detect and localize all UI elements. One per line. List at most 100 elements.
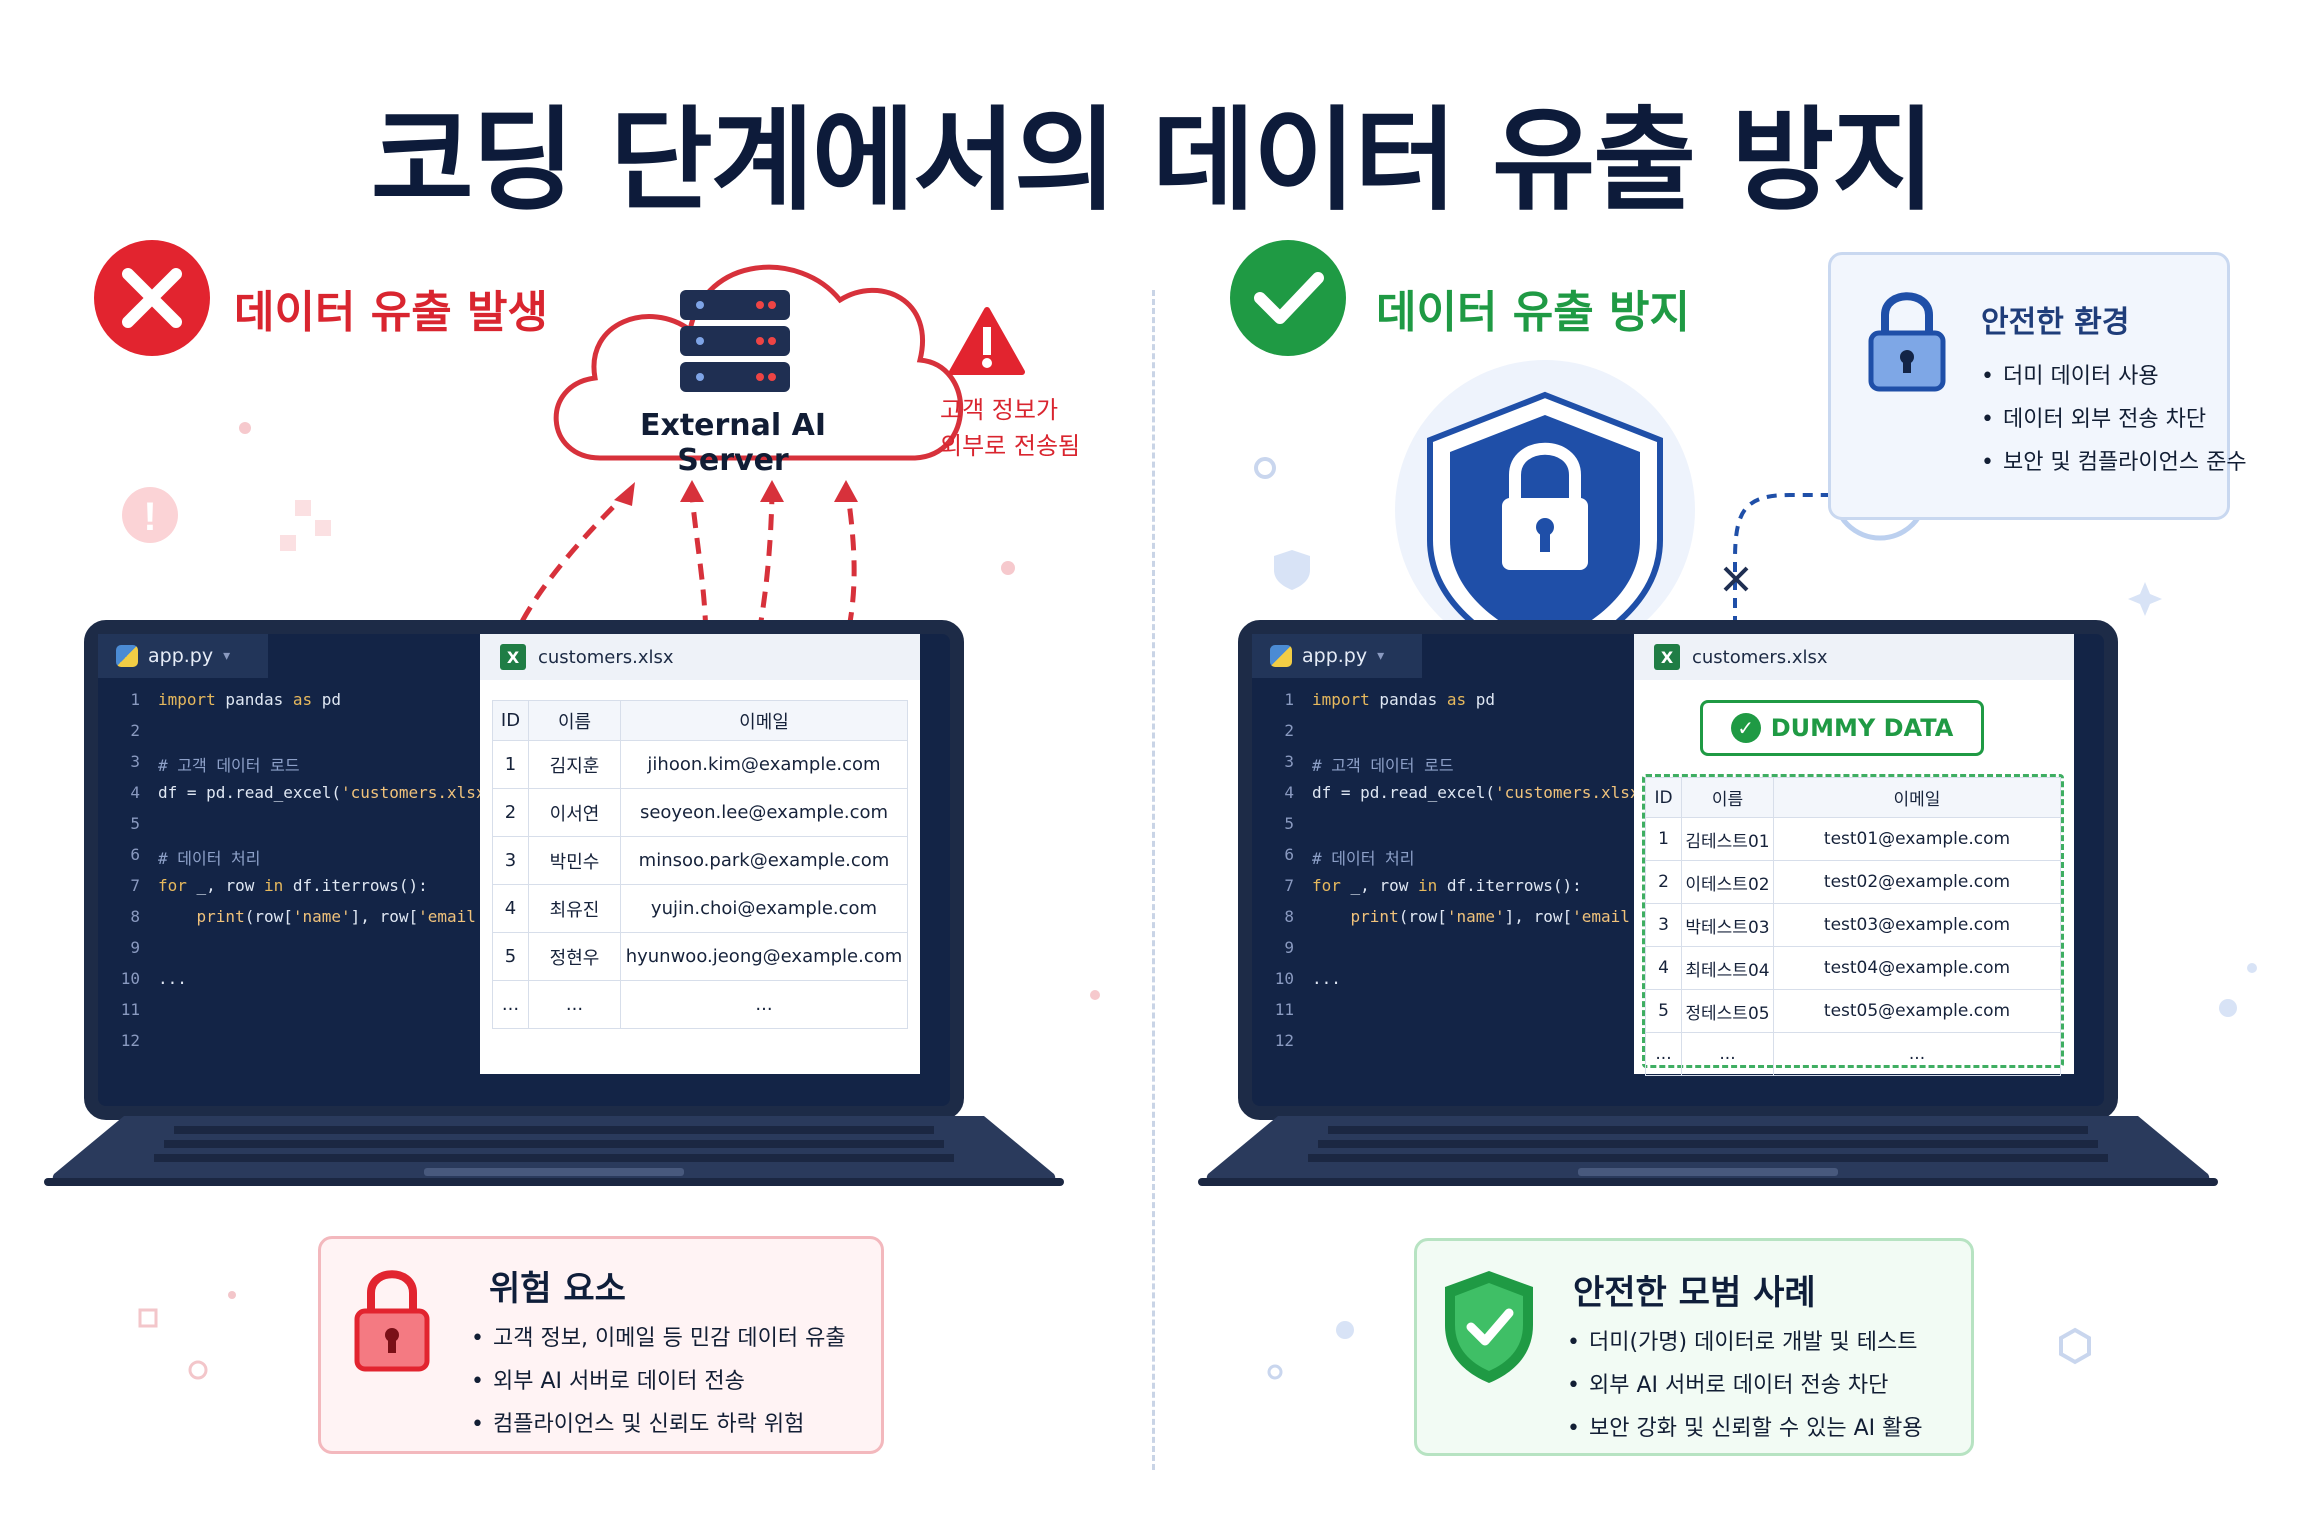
shield-check-icon — [1445, 1271, 1533, 1383]
line-number: 8 — [130, 907, 140, 926]
best-practice-list: 더미(가명) 데이터로 개발 및 테스트외부 AI 서버로 데이터 전송 차단보… — [1567, 1321, 1923, 1450]
table-cell: 2 — [492, 788, 529, 837]
code-line: import pandas as pd — [1312, 690, 1496, 709]
line-number: 12 — [1274, 1031, 1294, 1050]
code-tab[interactable]: app.py ▾ — [1252, 634, 1422, 678]
spreadsheet-tab[interactable]: X customers.xlsx — [480, 634, 920, 680]
code-line: df = pd.read_excel('customers.xlsx') — [158, 783, 505, 802]
table-cell: ... — [620, 980, 908, 1029]
line-number: 7 — [130, 876, 140, 895]
column-header: 이름 — [528, 700, 621, 741]
line-number: 12 — [120, 1031, 140, 1050]
line-number: 5 — [130, 814, 140, 833]
table-cell: seoyeon.lee@example.com — [620, 788, 908, 837]
table-cell: 4 — [492, 884, 529, 933]
column-header: 이메일 — [1773, 777, 2061, 818]
code-line: # 고객 데이터 로드 — [158, 756, 300, 775]
column-header: 이름 — [1681, 777, 1774, 818]
list-item: 보안 및 컴플라이언스 준수 — [1981, 441, 2247, 484]
prevent-heading: 데이터 유출 방지 — [1376, 287, 1690, 338]
spreadsheet-tab[interactable]: X customers.xlsx — [1634, 634, 2074, 680]
table-row: ......... — [492, 980, 908, 1029]
table-cell: hyunwoo.jeong@example.com — [620, 932, 908, 981]
code-line: for _, row in df.iterrows(): — [1312, 876, 1582, 895]
python-icon — [1270, 645, 1292, 667]
table-cell: ... — [1773, 1032, 2061, 1076]
code-tab[interactable]: app.py ▾ — [98, 634, 268, 678]
line-number: 4 — [130, 783, 140, 802]
check-icon: ✓ — [1730, 713, 1761, 743]
line-number: 11 — [1274, 1000, 1294, 1019]
chevron-down-icon: ▾ — [223, 648, 231, 664]
line-number: 2 — [1284, 721, 1294, 740]
line-number: 10 — [1274, 969, 1294, 988]
table-cell: 1 — [1645, 817, 1682, 861]
table-cell: test04@example.com — [1773, 946, 2061, 990]
table-cell: test02@example.com — [1773, 860, 2061, 904]
table-cell: 5 — [492, 932, 529, 981]
code-line: ... — [1312, 969, 1341, 988]
table-cell: 1 — [492, 740, 529, 789]
risk-list: 고객 정보, 이메일 등 민감 데이터 유출외부 AI 서버로 데이터 전송컴플… — [471, 1317, 846, 1446]
line-number: 1 — [130, 690, 140, 709]
line-number: 2 — [130, 721, 140, 740]
list-item: 외부 AI 서버로 데이터 전송 — [471, 1360, 846, 1403]
code-line: # 고객 데이터 로드 — [1312, 756, 1454, 775]
excel-icon: X — [500, 644, 526, 670]
laptop-keyboard — [1198, 1116, 2218, 1186]
line-number: 4 — [1284, 783, 1294, 802]
list-item: 데이터 외부 전송 차단 — [1981, 398, 2247, 441]
column-header: ID — [1645, 777, 1682, 818]
table-cell: test05@example.com — [1773, 989, 2061, 1033]
code-line: print(row['name'], row['email']) — [1350, 907, 1659, 926]
center-divider — [1152, 290, 1155, 1470]
dummy-data-badge: ✓ DUMMY DATA — [1700, 700, 1984, 756]
table-cell: ... — [528, 980, 621, 1029]
column-header: 이메일 — [620, 700, 908, 741]
table-cell: 이테스트02 — [1681, 860, 1774, 904]
table-cell: test01@example.com — [1773, 817, 2061, 861]
risk-box: 위험 요소 고객 정보, 이메일 등 민감 데이터 유출외부 AI 서버로 데이… — [318, 1236, 884, 1454]
lock-icon — [1868, 292, 1946, 392]
code-line: df = pd.read_excel('customers.xlsx') — [1312, 783, 1659, 802]
table-cell: 정테스트05 — [1681, 989, 1774, 1033]
safe-env-list: 더미 데이터 사용데이터 외부 전송 차단보안 및 컴플라이언스 준수 — [1981, 355, 2247, 484]
line-number: 1 — [1284, 690, 1294, 709]
code-line: import pandas as pd — [158, 690, 342, 709]
server-icon — [680, 290, 790, 392]
small-shield-icon — [1274, 550, 1310, 590]
table-cell: 이서연 — [528, 788, 621, 837]
list-item: 보안 강화 및 신뢰할 수 있는 AI 활용 — [1567, 1407, 1923, 1450]
svg-text:!: ! — [143, 495, 156, 539]
code-line: ... — [158, 969, 187, 988]
table-cell: 최유진 — [528, 884, 621, 933]
table-cell: minsoo.park@example.com — [620, 836, 908, 885]
table-cell: 5 — [1645, 989, 1682, 1033]
list-item: 고객 정보, 이메일 등 민감 데이터 유출 — [471, 1317, 846, 1360]
code-line: # 데이터 처리 — [158, 849, 261, 868]
leak-heading: 데이터 유출 발생 — [234, 287, 548, 338]
best-practice-box: 안전한 모범 사례 더미(가명) 데이터로 개발 및 테스트외부 AI 서버로 … — [1414, 1238, 1974, 1456]
shield-lock-icon — [1427, 391, 1663, 669]
lock-icon — [354, 1270, 430, 1372]
table-cell: yujin.choi@example.com — [620, 884, 908, 933]
table-cell: jihoon.kim@example.com — [620, 740, 908, 789]
table-row: ......... — [1645, 1032, 2061, 1076]
table-cell: 정현우 — [528, 932, 621, 981]
line-number: 9 — [1284, 938, 1294, 957]
